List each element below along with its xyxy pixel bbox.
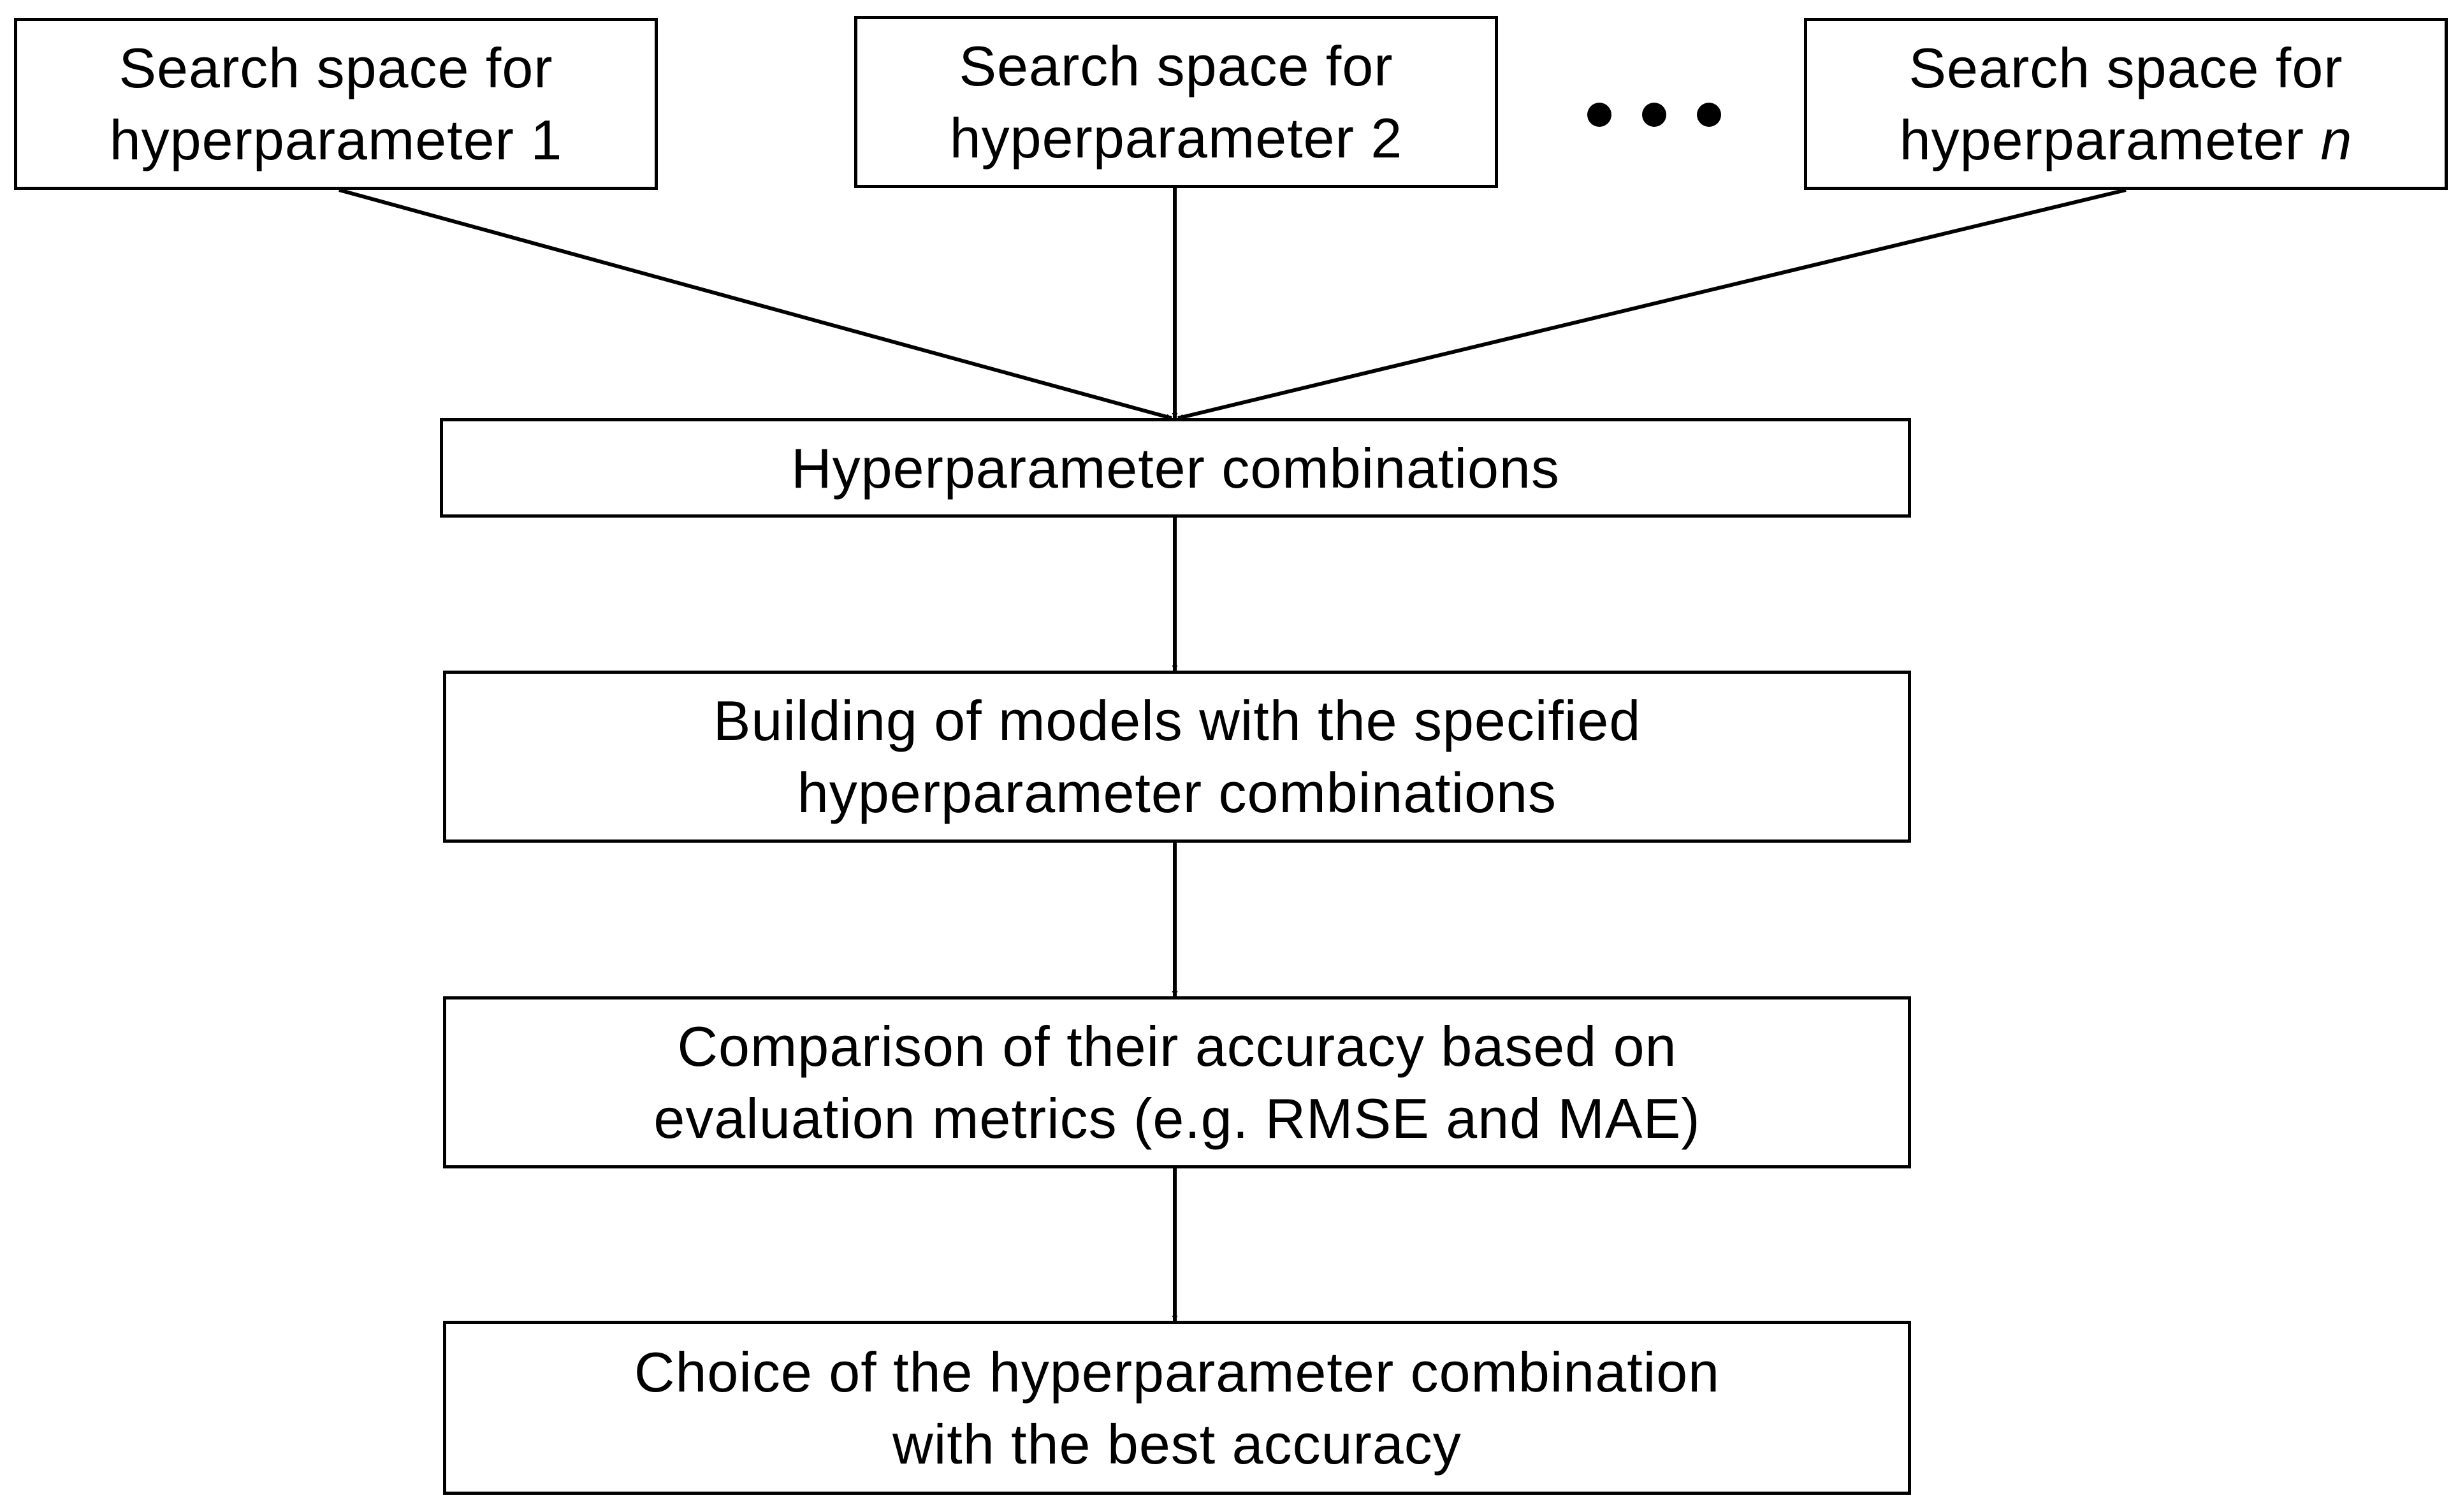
arrow-input1-to-combinations (338, 188, 1172, 420)
ellipsis-dots-icon (1587, 99, 1721, 131)
best-combination-choice-label: Choice of the hyperparameter combination… (634, 1340, 1720, 1476)
model-building-box: Building of models with the specified hy… (443, 671, 1911, 843)
arrow-inputn-to-combinations (1177, 188, 2127, 420)
search-space-hyperparameter-2-label: Search space for hyperparameter 2 (949, 34, 1403, 170)
ellipsis-dot (1697, 103, 1721, 127)
hyperparameter-combinations-box: Hyperparameter combinations (440, 418, 1911, 518)
search-space-hyperparameter-n-label: Search space for hyperparameter n (1899, 36, 2353, 171)
accuracy-comparison-label: Comparison of their accuracy based on ev… (653, 1015, 1701, 1150)
search-space-hyperparameter-n-box: Search space for hyperparameter n (1804, 18, 2448, 190)
best-combination-choice-box: Choice of the hyperparameter combination… (443, 1321, 1911, 1495)
ellipsis-dot (1587, 103, 1611, 127)
search-space-hyperparameter-1-box: Search space for hyperparameter 1 (14, 18, 658, 190)
hyperparameter-combinations-label: Hyperparameter combinations (791, 436, 1560, 500)
search-space-hyperparameter-2-box: Search space for hyperparameter 2 (854, 16, 1498, 188)
accuracy-comparison-box: Comparison of their accuracy based on ev… (443, 996, 1911, 1168)
ellipsis-dot (1642, 103, 1666, 127)
model-building-label: Building of models with the specified hy… (713, 689, 1641, 824)
search-space-hyperparameter-1-label: Search space for hyperparameter 1 (109, 36, 563, 171)
